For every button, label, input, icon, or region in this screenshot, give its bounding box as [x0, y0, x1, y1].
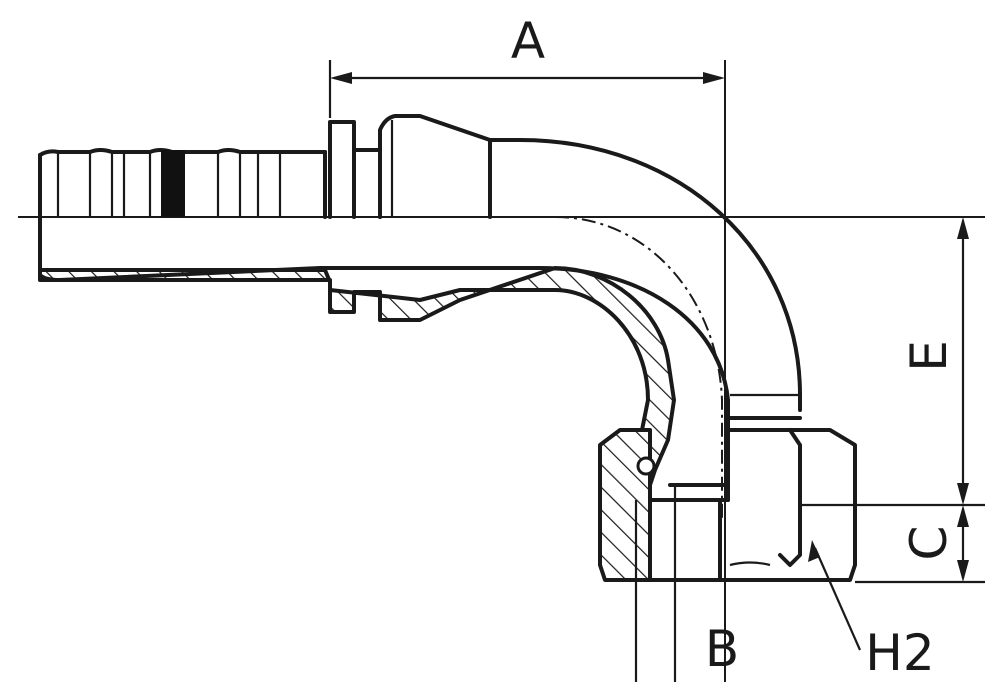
dimension-label-e: E: [900, 340, 958, 372]
dimension-e: [957, 217, 969, 505]
dimension-label-c: C: [900, 526, 958, 561]
thread-label-h2: H2: [865, 624, 934, 682]
swivel-nut: [598, 416, 985, 582]
bore-dashed-curve: [554, 216, 723, 520]
bore-outline: [38, 215, 542, 282]
dimension-label-a: A: [511, 12, 545, 70]
leader-h2: [808, 540, 862, 651]
dimension-a: [328, 60, 725, 118]
dimension-label-b: B: [705, 620, 739, 678]
hose-tail-exterior: [38, 148, 327, 219]
elbow-exterior: [488, 138, 802, 412]
marking-band: [161, 150, 185, 217]
section-hatched: [38, 266, 676, 502]
collar-exterior: [328, 114, 492, 219]
dimension-c: [855, 505, 985, 584]
o-ring: [636, 456, 656, 476]
